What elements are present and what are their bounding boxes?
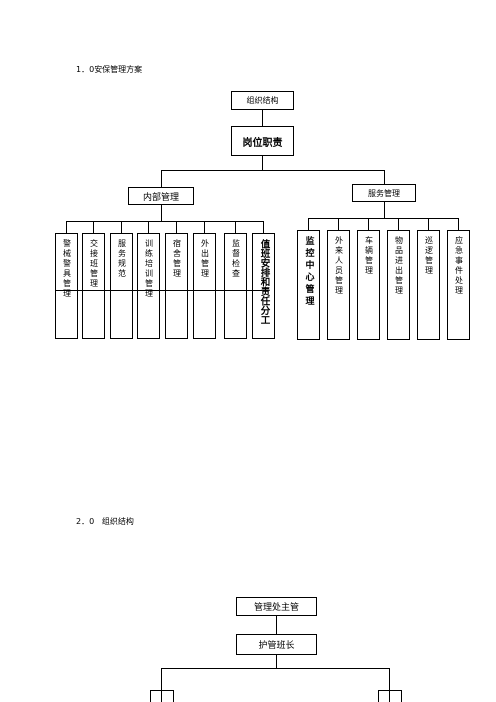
equipment-management-box: 警械警具管理 — [55, 233, 78, 339]
monitoring-center-box: 监控中心管理 — [297, 230, 320, 340]
patrol-management-box: 巡逻管理 — [417, 230, 440, 340]
goods-access-label: 物品进出管理 — [394, 236, 404, 296]
shift-handover-label: 交接班管理 — [89, 239, 99, 289]
goods-access-box: 物品进出管理 — [387, 230, 410, 340]
service-standards-label: 服务规范 — [117, 239, 127, 279]
equipment-management-label: 警械警具管理 — [62, 239, 72, 299]
org-structure-label: 组织结构 — [231, 91, 294, 110]
section-2-heading: 2．0 组织结构 — [76, 516, 134, 527]
monitoring-center-label: 监控中心管理 — [303, 236, 314, 308]
section-2-title: 组织结构 — [101, 517, 134, 526]
vehicle-management-label: 车辆管理 — [364, 236, 374, 276]
job-duties-box: 岗位职责 — [231, 126, 294, 156]
duty-assignment-label: 值班安排和责任分工 — [258, 239, 270, 325]
outing-management-box: 外出管理 — [193, 233, 216, 339]
service-standards-box: 服务规范 — [110, 233, 133, 339]
emergency-handling-label: 应急事件处理 — [454, 236, 464, 296]
dormitory-management-label: 宿舍管理 — [172, 239, 182, 279]
training-management-box: 训练培训管理 — [137, 233, 160, 339]
patrol-management-label: 巡逻管理 — [424, 236, 434, 276]
training-management-label: 训练培训管理 — [144, 239, 154, 299]
outing-management-label: 外出管理 — [200, 239, 210, 279]
duty-assignment-box: 值班安排和责任分工 — [252, 233, 275, 339]
office-supervisor-box: 管理处主管 — [236, 597, 317, 616]
shift-handover-box: 交接班管理 — [82, 233, 105, 339]
internal-management-box: 内部管理 — [128, 187, 194, 205]
section-1-title: 安保管理方案 — [94, 65, 143, 74]
visitor-management-box: 外来人员管理 — [327, 230, 350, 340]
visitor-management-label: 外来人员管理 — [334, 236, 344, 296]
emergency-handling-box: 应急事件处理 — [447, 230, 470, 340]
service-management-box: 服务管理 — [352, 184, 416, 202]
section-1-number: 1．0 — [76, 65, 95, 74]
supervision-inspection-box: 监督检查 — [224, 233, 247, 339]
supervision-inspection-label: 监督检查 — [231, 239, 241, 279]
section-1-heading: 1．0安保管理方案 — [76, 64, 142, 75]
vehicle-management-box: 车辆管理 — [357, 230, 380, 340]
dormitory-management-box: 宿舍管理 — [165, 233, 188, 339]
guard-team-leader-box: 护管班长 — [236, 634, 317, 655]
section-2-number: 2．0 — [76, 517, 95, 526]
